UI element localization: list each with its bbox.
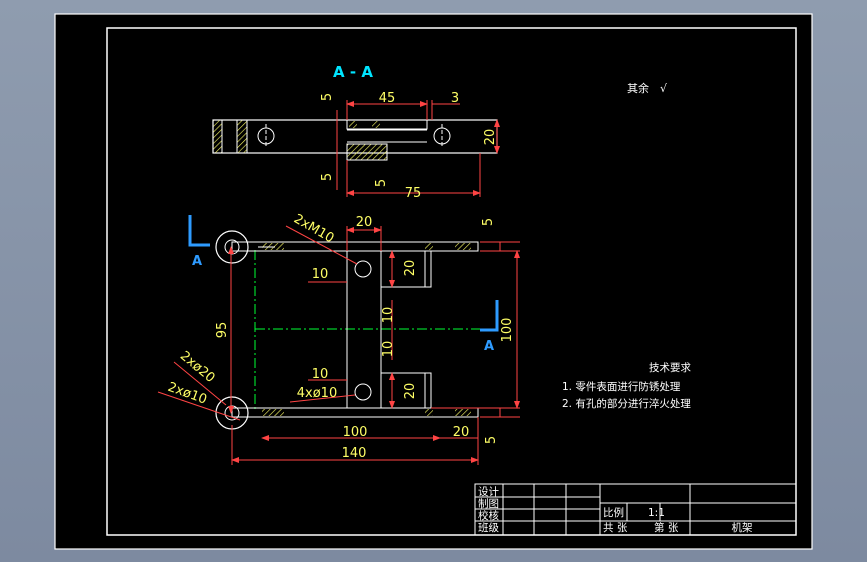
drawing-sheet	[54, 13, 813, 550]
dim-100-horizontal: 100	[343, 425, 368, 440]
section-view: A - A 45 3 5	[212, 63, 500, 201]
tb-check: 校核	[478, 509, 499, 522]
tb-scale-value: 1:1	[648, 507, 665, 519]
dim-5-front-bottom: 5	[484, 436, 499, 444]
surface-symbol: √	[660, 82, 668, 95]
dim-20a: 20	[403, 260, 418, 277]
dim-75: 75	[405, 186, 422, 201]
tb-part-name: 机架	[732, 521, 753, 534]
dim-140: 140	[342, 446, 367, 461]
tb-total-sheets: 共 张	[603, 522, 628, 534]
tech-note-1: 1. 零件表面进行防锈处理	[562, 380, 681, 393]
leader-m10	[285, 225, 358, 265]
dim-10a: 10	[312, 267, 329, 282]
dim-20c: 20	[453, 425, 470, 440]
section-plate-top	[346, 119, 428, 130]
hole-m10	[354, 260, 372, 278]
dim-5-top: 5	[320, 93, 335, 101]
dim-10v1: 10	[381, 307, 396, 324]
dim-20b: 20	[403, 383, 418, 400]
tech-note-2: 2. 有孔的部分进行淬火处理	[562, 397, 691, 410]
tb-class: 班级	[478, 522, 499, 534]
tb-design: 设计	[478, 485, 499, 498]
surface-note: 其余	[627, 81, 649, 95]
section-hatch-left2	[236, 119, 248, 154]
section-marker-right	[480, 300, 499, 332]
center-column	[346, 250, 382, 409]
title-block	[474, 483, 797, 536]
hatch-top-3	[455, 243, 471, 250]
lower-block	[380, 372, 432, 409]
dim-95: 95	[215, 322, 230, 339]
dim-5-inner: 5	[374, 179, 389, 187]
section-hatch-a	[349, 121, 357, 128]
dim-10b: 10	[312, 367, 329, 382]
leader-4d10	[289, 394, 356, 403]
dim-5-mid: 5	[320, 173, 335, 181]
section-marker-left	[188, 215, 210, 247]
tech-title: 技术要求	[649, 361, 691, 374]
section-marker-label-right: A	[484, 339, 494, 354]
hole-d10	[354, 383, 372, 401]
upper-block	[380, 250, 432, 288]
leader-d10	[157, 391, 241, 421]
technical-requirements: 技术要求 1. 零件表面进行防锈处理 2. 有孔的部分进行淬火处理	[562, 361, 691, 410]
tb-scale-label: 比例	[603, 506, 624, 519]
dim-5-front-top: 5	[481, 218, 496, 226]
front-view: A A	[157, 212, 520, 465]
hatch-bot-3	[455, 409, 471, 416]
hatch-top-2	[425, 243, 433, 250]
section-hatch-left	[212, 119, 223, 154]
dim-3: 3	[451, 91, 459, 106]
inner-frame	[106, 27, 797, 536]
leader-d20	[173, 361, 227, 406]
hatch-bot-2	[425, 409, 433, 416]
section-plate-bottom	[346, 143, 388, 161]
section-marker-label-left: A	[192, 254, 202, 269]
dim-45: 45	[379, 91, 396, 106]
tb-sheet-no: 第 张	[654, 521, 679, 534]
hatch-bot-1	[262, 409, 284, 416]
dim-20-top: 20	[483, 129, 498, 146]
section-hatch-b	[372, 121, 380, 128]
dim-100-vertical: 100	[500, 318, 515, 343]
section-title: A - A	[333, 63, 373, 81]
tb-draw: 制图	[478, 497, 499, 510]
dim-10v2: 10	[381, 341, 396, 358]
dim-20-top-front: 20	[356, 215, 373, 230]
dim-4xd10: 4xø10	[297, 386, 337, 401]
